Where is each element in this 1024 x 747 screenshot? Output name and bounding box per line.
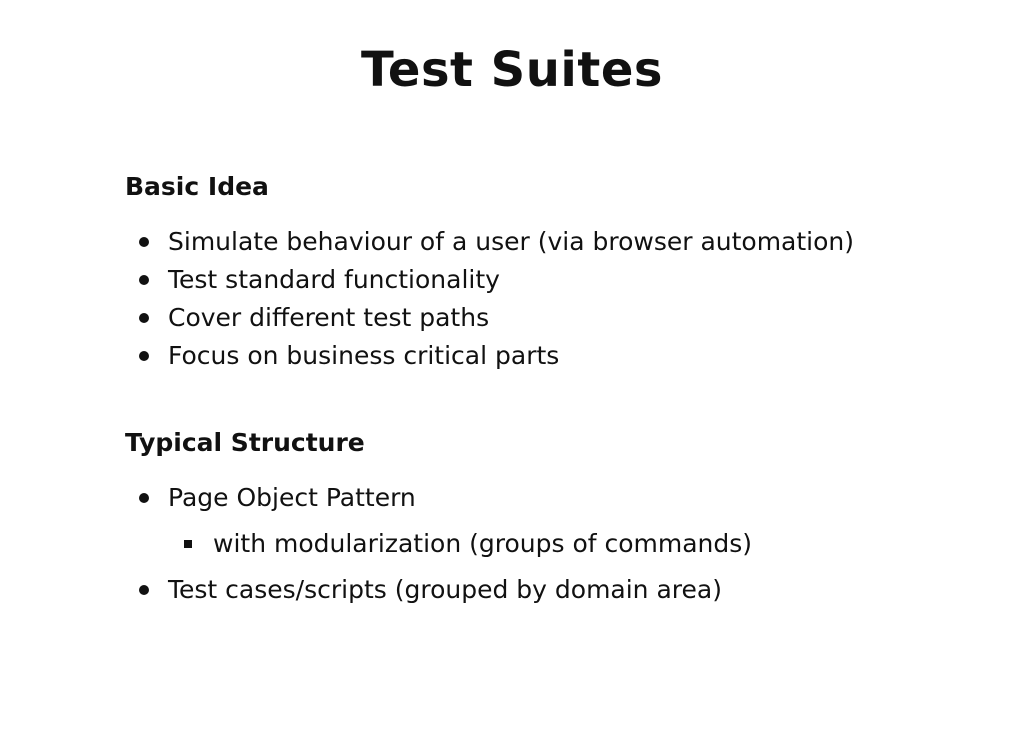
- bullet-icon: [139, 493, 149, 503]
- list-item-text: Test standard functionality: [168, 265, 500, 294]
- list-item: Cover different test paths: [125, 299, 854, 337]
- list-item-text: Simulate behaviour of a user (via browse…: [168, 227, 855, 256]
- sub-list-item: with modularization (groups of commands): [125, 525, 752, 563]
- list-item: Test standard functionality: [125, 261, 854, 299]
- list-item-text: Page Object Pattern: [168, 483, 416, 512]
- sub-list-item-text: with modularization (groups of commands): [213, 529, 753, 558]
- list-item-text: Cover different test paths: [168, 303, 490, 332]
- slide-title: Test Suites: [361, 42, 663, 98]
- list-item: Page Object Pattern: [125, 479, 752, 517]
- bullet-icon: [139, 275, 149, 285]
- list-item: Focus on business critical parts: [125, 337, 854, 375]
- section-basic-idea: Basic Idea Simulate behaviour of a user …: [125, 170, 854, 375]
- list-item-text: Focus on business critical parts: [168, 341, 560, 370]
- section-heading: Typical Structure: [125, 428, 365, 457]
- section-typical-structure: Typical Structure Page Object Pattern wi…: [125, 426, 752, 609]
- bullet-list: Simulate behaviour of a user (via browse…: [125, 223, 854, 375]
- bullet-icon: [139, 313, 149, 323]
- bullet-list: Page Object Pattern with modularization …: [125, 479, 752, 609]
- bullet-icon: [139, 585, 149, 595]
- section-heading: Basic Idea: [125, 172, 269, 201]
- list-item: Test cases/scripts (grouped by domain ar…: [125, 571, 752, 609]
- bullet-icon: [139, 351, 149, 361]
- list-item-text: Test cases/scripts (grouped by domain ar…: [168, 575, 722, 604]
- bullet-icon: [139, 237, 149, 247]
- list-item: Simulate behaviour of a user (via browse…: [125, 223, 854, 261]
- square-bullet-icon: [184, 540, 192, 548]
